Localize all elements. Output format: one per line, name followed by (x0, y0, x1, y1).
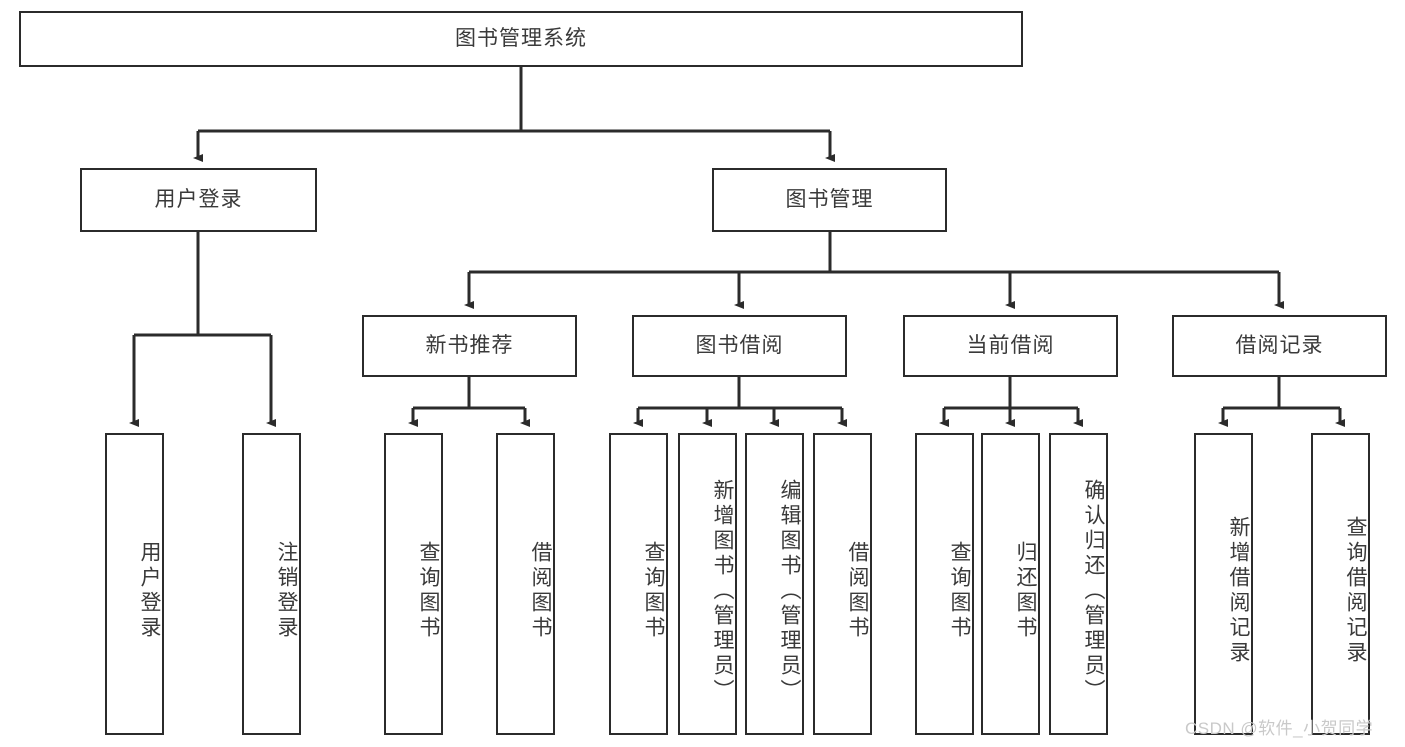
node-label: 新增图书（管理员） (711, 478, 734, 704)
node-label: 借阅记录 (1235, 333, 1324, 357)
node-leaf-user-login[interactable]: 用户登录 (105, 433, 164, 735)
node-label: 查询图书 (948, 541, 971, 641)
node-label: 图书借阅 (695, 333, 784, 357)
node-label: 查询借阅记录 (1344, 516, 1367, 666)
node-borrow-record[interactable]: 借阅记录 (1172, 315, 1387, 377)
node-book-borrow[interactable]: 图书借阅 (632, 315, 847, 377)
node-user-login[interactable]: 用户登录 (80, 168, 317, 232)
node-label: 图书管理系统 (455, 26, 587, 50)
node-current-borrow[interactable]: 当前借阅 (903, 315, 1118, 377)
node-label: 用户登录 (138, 541, 161, 641)
csdn-watermark: CSDN @软件_小贺同学 (1185, 719, 1374, 738)
node-label: 借阅图书 (529, 541, 552, 641)
node-label: 编辑图书（管理员） (778, 478, 801, 704)
node-label: 新增借阅记录 (1227, 516, 1250, 666)
node-leaf-add-book[interactable]: 新增图书（管理员） (678, 433, 737, 735)
node-leaf-query-book-2[interactable]: 查询图书 (609, 433, 668, 735)
node-leaf-add-record[interactable]: 新增借阅记录 (1194, 433, 1253, 735)
node-label: 图书管理 (785, 187, 874, 211)
node-label: 归还图书 (1014, 541, 1037, 641)
node-leaf-edit-book[interactable]: 编辑图书（管理员） (745, 433, 804, 735)
node-leaf-confirm-return[interactable]: 确认归还（管理员） (1049, 433, 1108, 735)
node-book-management[interactable]: 图书管理 (712, 168, 947, 232)
node-leaf-logout[interactable]: 注销登录 (242, 433, 301, 735)
node-leaf-query-record[interactable]: 查询借阅记录 (1311, 433, 1370, 735)
node-label: 当前借阅 (966, 333, 1055, 357)
node-label: 新书推荐 (425, 333, 514, 357)
node-label: 用户登录 (154, 187, 243, 211)
node-leaf-query-book-1[interactable]: 查询图书 (384, 433, 443, 735)
node-label: 查询图书 (642, 541, 665, 641)
node-label: 确认归还（管理员） (1082, 478, 1105, 704)
node-new-book-recommend[interactable]: 新书推荐 (362, 315, 577, 377)
node-book-management-system[interactable]: 图书管理系统 (19, 11, 1023, 67)
node-label: 注销登录 (275, 541, 298, 641)
node-label: 借阅图书 (846, 541, 869, 641)
node-leaf-borrow-book-1[interactable]: 借阅图书 (496, 433, 555, 735)
node-leaf-borrow-book-2[interactable]: 借阅图书 (813, 433, 872, 735)
node-leaf-query-book-3[interactable]: 查询图书 (915, 433, 974, 735)
node-leaf-return-book[interactable]: 归还图书 (981, 433, 1040, 735)
node-label: 查询图书 (417, 541, 440, 641)
